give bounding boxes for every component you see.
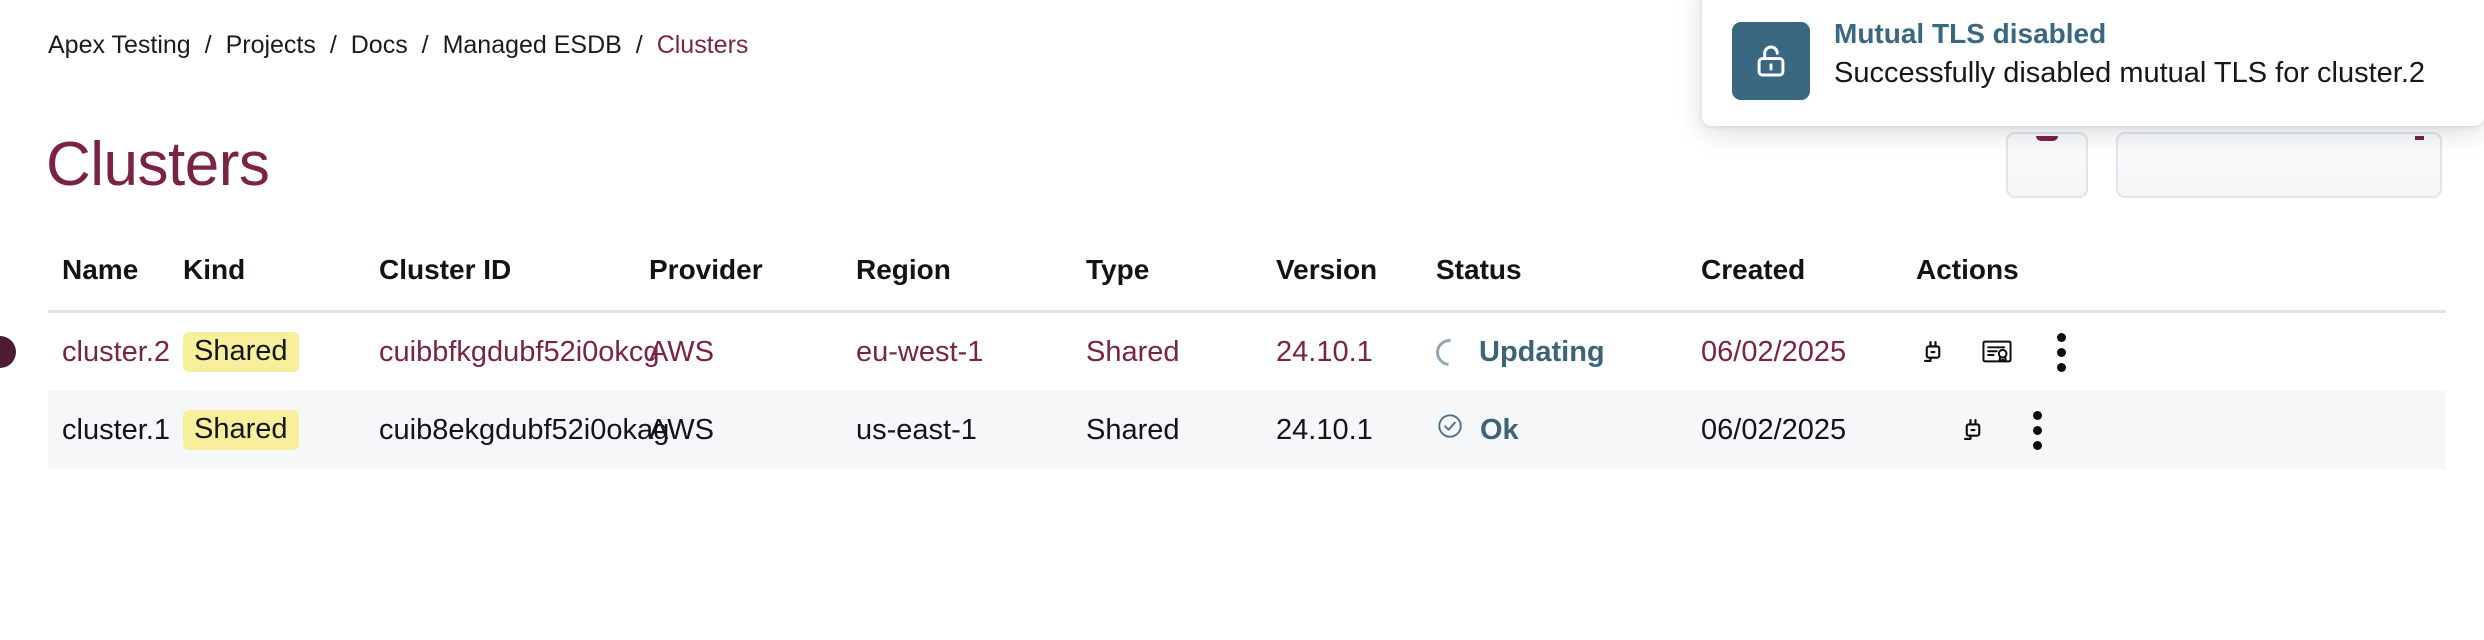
column-header-created[interactable]: Created [1701, 254, 1806, 285]
cell-created: 06/02/2025 [1701, 413, 1847, 446]
column-header-actions: Actions [1916, 254, 2019, 285]
toast-notification[interactable]: Mutual TLS disabled Successfully disable… [1702, 0, 2484, 126]
kind-badge: Shared [183, 331, 299, 373]
refresh-icon [2036, 136, 2058, 141]
breadcrumb-item-clusters[interactable]: Clusters [656, 31, 749, 59]
cell-status: Updating [1430, 332, 1701, 372]
check-circle-icon [1436, 412, 1464, 448]
plug-icon[interactable] [1956, 413, 1990, 447]
cell-type: Shared [1086, 335, 1180, 368]
column-header-version[interactable]: Version [1276, 254, 1378, 285]
table-toolbar [2006, 132, 2442, 198]
certificate-icon[interactable] [1980, 335, 2014, 369]
cell-name[interactable]: cluster.2 [62, 335, 170, 368]
breadcrumb-separator: / [329, 31, 337, 59]
column-header-kind[interactable]: Kind [183, 254, 246, 285]
column-header-type[interactable]: Type [1086, 254, 1150, 285]
cell-provider: AWS [649, 335, 714, 368]
more-vertical-icon[interactable] [2044, 332, 2078, 372]
toast-message: Successfully disabled mutual TLS for clu… [1834, 57, 2426, 89]
search-icon [2415, 136, 2424, 140]
breadcrumb-item-docs[interactable]: Docs [350, 31, 408, 59]
unlock-icon [1732, 22, 1810, 100]
breadcrumb-item-managed-esdb[interactable]: Managed ESDB [442, 31, 622, 59]
cell-type: Shared [1086, 413, 1180, 446]
cell-actions [1916, 332, 2116, 372]
table-row[interactable]: cluster.1 Shared cuib8ekgdubf52i0okag AW… [48, 391, 2446, 469]
table-header-row: Name Kind Cluster ID Provider Region Typ… [48, 248, 2446, 313]
column-header-status[interactable]: Status [1436, 254, 1522, 285]
cell-kind: Shared [183, 331, 379, 373]
refresh-button[interactable] [2006, 132, 2088, 198]
breadcrumb-item-apex-testing[interactable]: Apex Testing [48, 31, 191, 59]
column-header-provider[interactable]: Provider [649, 254, 763, 285]
spinner-icon [1430, 332, 1469, 372]
column-header-region[interactable]: Region [856, 254, 951, 285]
cell-created: 06/02/2025 [1701, 335, 1847, 368]
cell-region: eu-west-1 [856, 335, 984, 368]
cell-kind: Shared [183, 409, 379, 451]
breadcrumb-item-projects[interactable]: Projects [225, 31, 316, 59]
cell-region: us-east-1 [856, 413, 977, 446]
row-selected-marker [0, 336, 16, 368]
breadcrumb-separator: / [421, 31, 429, 59]
cell-cluster-id[interactable]: cuibbfkgdubf52i0okcg [379, 335, 660, 368]
breadcrumb-separator: / [635, 31, 643, 59]
status-label: Ok [1480, 413, 1519, 446]
status-label: Updating [1479, 335, 1605, 368]
cell-actions [1916, 410, 2116, 450]
plug-icon[interactable] [1916, 335, 1950, 369]
more-vertical-icon[interactable] [2020, 410, 2054, 450]
cell-provider: AWS [649, 413, 714, 446]
cell-name[interactable]: cluster.1 [62, 413, 170, 446]
breadcrumb: Apex Testing / Projects / Docs / Managed… [48, 33, 748, 58]
cell-status: Ok [1436, 412, 1701, 448]
kind-badge: Shared [183, 409, 299, 451]
cell-version: 24.10.1 [1276, 335, 1373, 368]
column-header-name[interactable]: Name [62, 254, 139, 285]
search-input[interactable] [2116, 132, 2442, 198]
toast-body: Mutual TLS disabled Successfully disable… [1834, 2, 2425, 92]
column-header-cluster-id[interactable]: Cluster ID [379, 254, 512, 285]
page-title: Clusters [46, 129, 270, 199]
table-row[interactable]: cluster.2 Shared cuibbfkgdubf52i0okcg AW… [0, 313, 2446, 391]
toast-title: Mutual TLS disabled [1834, 18, 2107, 49]
cell-version: 24.10.1 [1276, 413, 1373, 446]
breadcrumb-separator: / [204, 31, 212, 59]
cell-cluster-id[interactable]: cuib8ekgdubf52i0okag [379, 413, 670, 446]
clusters-table: Name Kind Cluster ID Provider Region Typ… [0, 248, 2446, 469]
